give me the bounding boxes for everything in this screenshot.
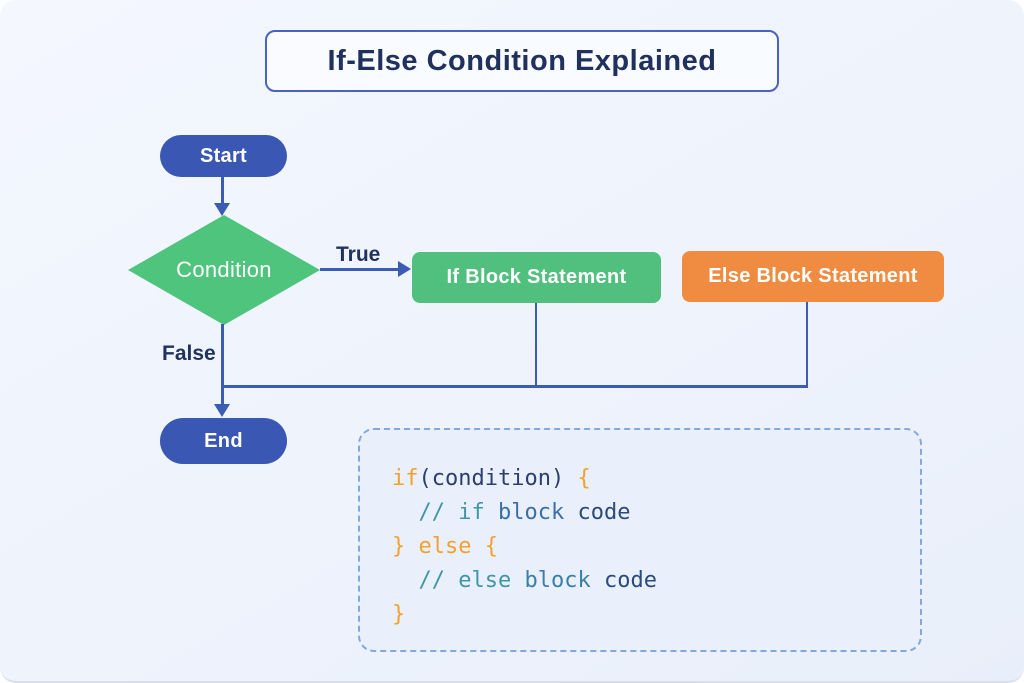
end-node-label: End: [204, 429, 243, 452]
code-token: // if: [418, 500, 498, 525]
code-token: (condition): [418, 466, 565, 491]
code-token: }: [392, 602, 406, 627]
code-line: // if block code: [392, 496, 920, 530]
page-title: If-Else Condition Explained: [327, 44, 717, 77]
code-line: }: [392, 598, 920, 632]
code-token: } else {: [392, 534, 498, 559]
connector-if-block-down: [535, 303, 537, 387]
code-line: } else {: [392, 530, 920, 564]
code-token: [564, 466, 577, 491]
connector-merge-horizontal: [222, 385, 808, 388]
edge-label-false: False: [162, 342, 216, 365]
code-line: if(condition) {: [392, 462, 920, 496]
code-token: [392, 500, 419, 525]
code-token: block: [497, 500, 578, 525]
connector-start-to-condition: [221, 177, 224, 205]
else-block-label: Else Block Statement: [708, 265, 918, 287]
code-snippet-box: if(condition) { // if block code } else {…: [358, 428, 922, 652]
title-box: If-Else Condition Explained: [265, 30, 779, 92]
flow-node-start: Start: [160, 135, 287, 177]
flow-node-condition: Condition: [128, 215, 320, 325]
connector-false-branch: [221, 324, 224, 406]
code-token: code: [603, 568, 657, 593]
arrowhead-condition-icon: [214, 203, 230, 216]
flow-node-end: End: [160, 418, 287, 464]
code-token: {: [577, 466, 591, 491]
code-token: if: [392, 466, 419, 491]
code-token: [392, 568, 419, 593]
connector-true-branch: [320, 268, 400, 271]
start-node-label: Start: [199, 144, 248, 167]
connector-else-block-down: [806, 302, 808, 387]
code-token: block: [524, 568, 604, 593]
code-token: code: [577, 500, 631, 525]
code-lines: if(condition) { // if block code } else {…: [392, 462, 920, 632]
code-token: // else: [418, 568, 525, 593]
arrowhead-end-icon: [214, 404, 230, 417]
code-line: // else block code: [392, 564, 920, 598]
flow-node-if-block: If Block Statement: [412, 252, 661, 303]
flow-node-else-block: Else Block Statement: [682, 251, 944, 302]
condition-node-label: Condition: [176, 257, 272, 282]
arrowhead-if-block-icon: [398, 261, 411, 277]
if-block-label: If Block Statement: [446, 266, 627, 288]
edge-label-true: True: [336, 243, 381, 266]
